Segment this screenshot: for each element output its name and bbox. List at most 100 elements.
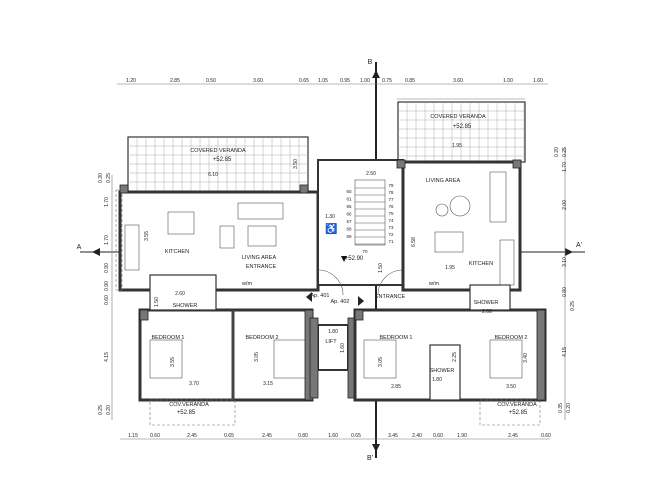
step-number: 73 [388, 225, 394, 230]
wheelchair-icon: ♿ [325, 222, 337, 235]
kitchen-label: KITCHEN [469, 261, 493, 267]
veranda-level-label: +52.85 [453, 124, 472, 130]
column [512, 159, 522, 169]
right-table [449, 195, 471, 217]
cov-veranda-level-label: +52.85 [177, 410, 196, 416]
column [139, 309, 149, 321]
dim-bottom: 0.60 [433, 433, 443, 439]
step-bottom-label: 70 [362, 249, 368, 254]
cov-veranda-level-label: +52.85 [509, 410, 528, 416]
right-shower [469, 284, 511, 311]
step-number: 69 [346, 234, 352, 239]
left-armchair [219, 225, 235, 249]
right-kitchen-counter [499, 239, 515, 286]
door-swing-ap-401[interactable] [317, 269, 344, 296]
section-arrow-a-prime [565, 248, 573, 256]
kitchen-dim-label: 1.95 [445, 265, 455, 271]
column [354, 309, 364, 321]
right-cov-veranda [479, 399, 541, 426]
bedroom1-h-label: 3.05 [378, 357, 384, 367]
dim-top: 1.05 [318, 78, 328, 84]
column [396, 159, 406, 169]
bedroom2-h-label: 3.40 [523, 353, 529, 363]
dim-bottom: 2.45 [187, 433, 197, 439]
lift-dim-label: 1.80 [328, 329, 338, 335]
level-marker-icon [341, 256, 347, 262]
right-dining-table [434, 231, 464, 253]
dim-top: 1.00 [360, 78, 370, 84]
a-prime-label: A' [576, 242, 582, 249]
left-cov-veranda [149, 399, 236, 426]
bedroom1-h-label: 3.55 [170, 357, 176, 367]
staircase [354, 179, 386, 246]
kitchen-label: KITCHEN [165, 249, 189, 255]
dim-right: 0.80 [562, 287, 568, 297]
dim-top: 0.85 [405, 78, 415, 84]
dim-top: 3.60 [253, 78, 263, 84]
dim-right: 2.00 [562, 200, 568, 210]
dim-right: 4.15 [562, 347, 568, 357]
left-shower [149, 274, 217, 311]
cov-veranda-label: COV.VERANDA [497, 402, 537, 408]
dim-right: 0.20 [566, 403, 572, 413]
dim-right: 0.20 [554, 147, 560, 157]
veranda-dim-label: 1.95 [452, 143, 462, 149]
dim-right: 0.25 [570, 301, 576, 311]
b-label: B [368, 59, 373, 66]
stair-steps [355, 187, 385, 245]
step-number: 68 [346, 227, 352, 232]
shower-label: SHOWER [173, 303, 198, 309]
bedroom1-label: BEDROOM 1 [151, 335, 184, 341]
dim-bottom: 2.45 [508, 433, 518, 439]
left-apartment-lower [138, 308, 314, 402]
column [536, 309, 546, 401]
dim-bottom: 0.60 [541, 433, 551, 439]
step-number: 75 [388, 211, 394, 216]
step-number: 77 [388, 197, 394, 202]
right-sofa [489, 171, 507, 223]
dim-right: 1.70 [562, 162, 568, 172]
bedroom1-label: BEDROOM 1 [379, 335, 412, 341]
wm-label: w/m [241, 281, 253, 287]
bedroom2-h-label: 3.05 [254, 352, 260, 362]
bedroom2-label: BEDROOM 2 [494, 335, 527, 341]
landing-level-label: +52.90 [345, 256, 364, 262]
dim-bottom: 0.80 [298, 433, 308, 439]
dim-left: 0.25 [98, 405, 104, 415]
dim-bottom: 1.90 [457, 433, 467, 439]
dim-right: 3.10 [562, 257, 568, 267]
step-number: 66 [346, 212, 352, 217]
section-arrow-b-prime [372, 444, 380, 452]
step-number: 79 [388, 183, 394, 188]
landing-dim-label: 1.30 [325, 214, 335, 220]
dim-left: 0.20 [106, 405, 112, 415]
step-number: 65 [346, 204, 352, 209]
bedroom2-label: BEDROOM 2 [245, 335, 278, 341]
dim-top: 0.50 [206, 78, 216, 84]
lift-label: LIFT [325, 339, 337, 345]
dim-bottom: 0.60 [150, 433, 160, 439]
left-outer-dash [115, 189, 123, 291]
dim-bottom: 1.60 [328, 433, 338, 439]
shower-label: SHOWER [474, 300, 499, 306]
step-number: 60 [346, 189, 352, 194]
dim-left: 0.90 [104, 281, 110, 291]
dim-top: 1.60 [533, 78, 543, 84]
stair-core [317, 159, 404, 286]
veranda-label: COVERED VERANDA [430, 114, 486, 120]
dim-top: 1.20 [126, 78, 136, 84]
right-table-2 [435, 203, 449, 217]
step-number: 72 [388, 232, 394, 237]
shower2-h-label: 2.25 [452, 352, 458, 362]
wm-label: w/m [428, 281, 440, 287]
right-apartment-main [401, 160, 522, 292]
left-dining-table [167, 211, 195, 235]
shower2-label: SHOWER [430, 368, 455, 374]
door-arrow-ap-402 [358, 296, 364, 306]
apartment-label: Ap. 402 [331, 299, 350, 305]
dim-left: 0.90 [104, 263, 110, 273]
shower2-w-label: 1.80 [432, 377, 442, 383]
dim-top: 2.85 [170, 78, 180, 84]
door-swing-ap-402[interactable] [377, 269, 404, 296]
right-veranda [397, 101, 526, 163]
